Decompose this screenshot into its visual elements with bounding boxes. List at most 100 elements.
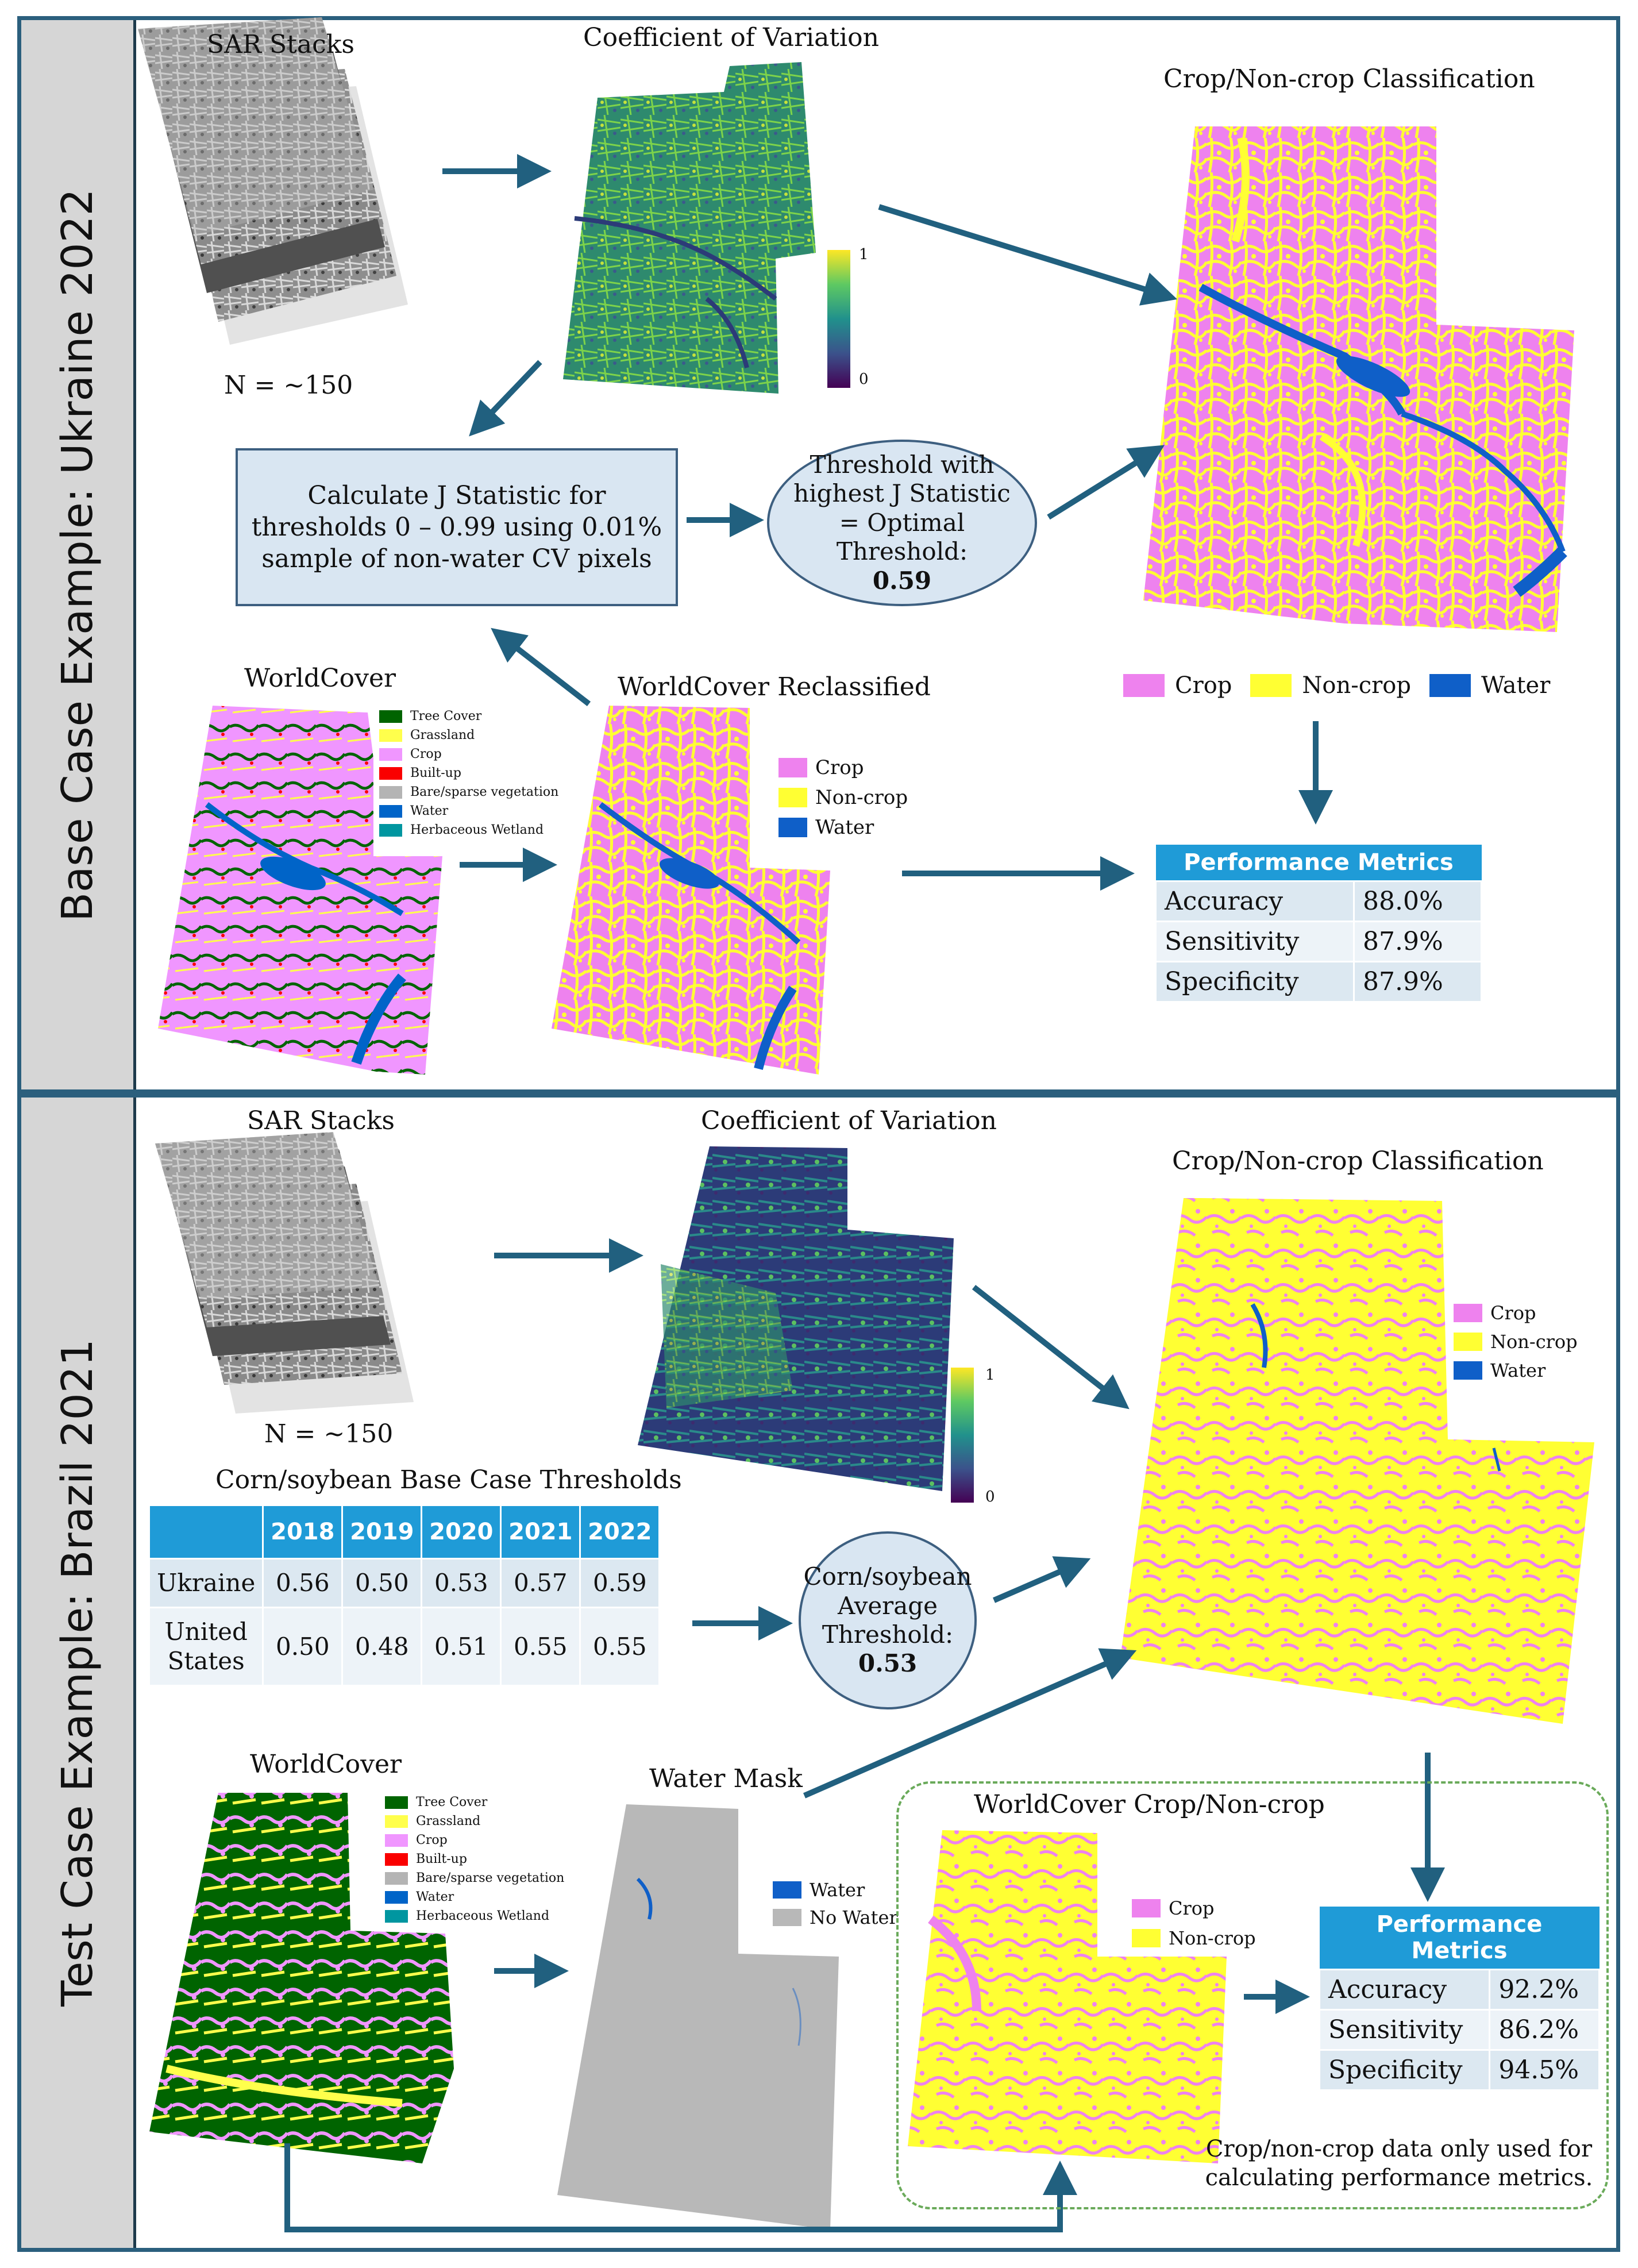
worldcover_legend-item: Built-up xyxy=(379,764,558,783)
cv-title-ukraine: Coefficient of Variation xyxy=(583,23,879,52)
water-mask-title: Water Mask xyxy=(649,1764,803,1793)
top.reclass_legend-item: Crop xyxy=(778,753,908,783)
cv-map-brazil xyxy=(638,1146,954,1491)
legend-label: Crop xyxy=(1175,672,1232,699)
sar-stack-brazil xyxy=(155,1132,414,1414)
worldcover_legend-item: Grassland xyxy=(379,726,558,745)
top.reclass_legend-item: Non-crop xyxy=(778,783,908,813)
legend-label: Tree Cover xyxy=(416,1795,488,1809)
bottom.class_legend-item: Water xyxy=(1454,1356,1578,1385)
legend-swatch xyxy=(385,1890,408,1904)
metric-name: Sensitivity xyxy=(1318,2009,1491,2051)
classification-legend-item: Water xyxy=(1429,672,1550,699)
sar-stack-ukraine xyxy=(138,17,408,345)
legend-swatch xyxy=(385,1872,408,1885)
legend-swatch xyxy=(778,788,807,807)
worldcover_legend-item: Water xyxy=(385,1888,564,1907)
worldcover_legend-item: Tree Cover xyxy=(379,707,558,726)
threshold-value: 0.48 xyxy=(341,1607,423,1687)
legend-label: Bare/sparse vegetation xyxy=(410,784,559,799)
j-statistic-text: Calculate J Statistic for thresholds 0 –… xyxy=(251,481,662,573)
legend-swatch xyxy=(778,758,807,777)
arrows-brazil xyxy=(494,1238,1445,2014)
sar-count-brazil: N = ~150 xyxy=(264,1419,394,1449)
legend-label: Crop xyxy=(410,746,442,761)
worldcover-title-brazil: WorldCover xyxy=(250,1750,402,1779)
legend-swatch xyxy=(1454,1304,1482,1322)
sar-count-ukraine: N = ~150 xyxy=(224,371,353,400)
classification-legend-item: Crop xyxy=(1123,672,1232,699)
cv-map-ukraine xyxy=(563,62,816,394)
threshold-value: 0.59 xyxy=(579,1557,661,1609)
cv-colorbar-min-ukraine: 0 xyxy=(859,371,869,388)
legend-label: Built-up xyxy=(416,1851,467,1866)
legend-swatch xyxy=(379,710,402,723)
threshold-value: 0.53 xyxy=(421,1557,502,1609)
worldcover-reclassified-map-ukraine xyxy=(552,706,830,1075)
threshold-year: 2021 xyxy=(500,1504,581,1560)
legend-label: No Water xyxy=(810,1907,898,1928)
legend-label: Water xyxy=(1490,1360,1546,1381)
bottom.wc_crop_legend-item: Crop xyxy=(1132,1893,1256,1923)
legend-swatch xyxy=(379,748,402,761)
metric-value: 87.9% xyxy=(1352,961,1483,1003)
legend-label: Non-crop xyxy=(1302,672,1411,699)
legend-label: Water xyxy=(1481,672,1551,699)
worldcover_legend-item: Bare/sparse vegetation xyxy=(385,1869,564,1888)
legend-label: Crop xyxy=(1490,1302,1536,1324)
legend-swatch xyxy=(1250,674,1292,697)
cv-title-brazil: Coefficient of Variation xyxy=(701,1106,997,1135)
legend-swatch xyxy=(1454,1333,1482,1351)
average-threshold-ellipse: Corn/soybean Average Threshold: 0.53 xyxy=(799,1531,977,1709)
legend-label: Non-crop xyxy=(815,786,908,809)
metrics-header-brazil: Performance Metrics xyxy=(1319,1907,1600,1970)
metric-name: Specificity xyxy=(1155,961,1355,1003)
legend-label: Grassland xyxy=(410,727,475,742)
classification-legend-item: Non-crop xyxy=(1250,672,1411,699)
worldcover_legend-item: Herbaceous Wetland xyxy=(379,821,558,840)
worldcover_legend-item: Built-up xyxy=(385,1850,564,1869)
threshold-value: 0.57 xyxy=(500,1557,581,1609)
worldcover-crop-group xyxy=(896,1781,1609,2209)
legend-swatch xyxy=(1454,1361,1482,1380)
reclassified-title-ukraine: WorldCover Reclassified xyxy=(618,672,931,702)
metric-name: Accuracy xyxy=(1155,880,1355,922)
legend-label: Non-crop xyxy=(1169,1927,1256,1949)
legend-label: Crop xyxy=(416,1832,448,1847)
threshold-table-title: Corn/soybean Base Case Thresholds xyxy=(215,1465,682,1495)
worldcover-map-brazil xyxy=(149,1793,454,2163)
threshold-country: Ukraine xyxy=(148,1557,264,1609)
top.reclass_legend-item: Water xyxy=(778,813,908,842)
bottom.water_legend-item: Water xyxy=(773,1876,898,1904)
legend-swatch xyxy=(385,1834,408,1847)
worldcover_legend-item: Crop xyxy=(379,745,558,764)
legend-label: Tree Cover xyxy=(410,708,482,723)
performance-note: Crop/non-crop data only used for calcula… xyxy=(1205,2136,1593,2191)
legend-swatch xyxy=(385,1909,408,1923)
legend-swatch xyxy=(379,804,402,818)
legend-label: Bare/sparse vegetation xyxy=(416,1870,565,1885)
worldcover-loop-arrow xyxy=(284,2143,1077,2232)
threshold-country: United States xyxy=(148,1607,264,1687)
cv-colorbar-ukraine xyxy=(827,250,850,388)
worldcover-crop-title: WorldCover Crop/Non-crop xyxy=(974,1790,1325,1819)
water-mask-legend: Water No Water xyxy=(773,1876,898,1931)
threshold-value: 0.55 xyxy=(500,1607,581,1687)
threshold-year: 2022 xyxy=(579,1504,661,1560)
legend-label: Water xyxy=(416,1889,454,1904)
threshold-value: 0.56 xyxy=(262,1557,344,1609)
legend-swatch xyxy=(379,729,402,742)
worldcover_legend-item: Grassland xyxy=(385,1812,564,1831)
legend-swatch xyxy=(1132,1929,1161,1947)
legend-label: Crop xyxy=(815,756,864,779)
legend-swatch xyxy=(1429,674,1471,697)
water-mask-map-brazil xyxy=(557,1804,839,2230)
